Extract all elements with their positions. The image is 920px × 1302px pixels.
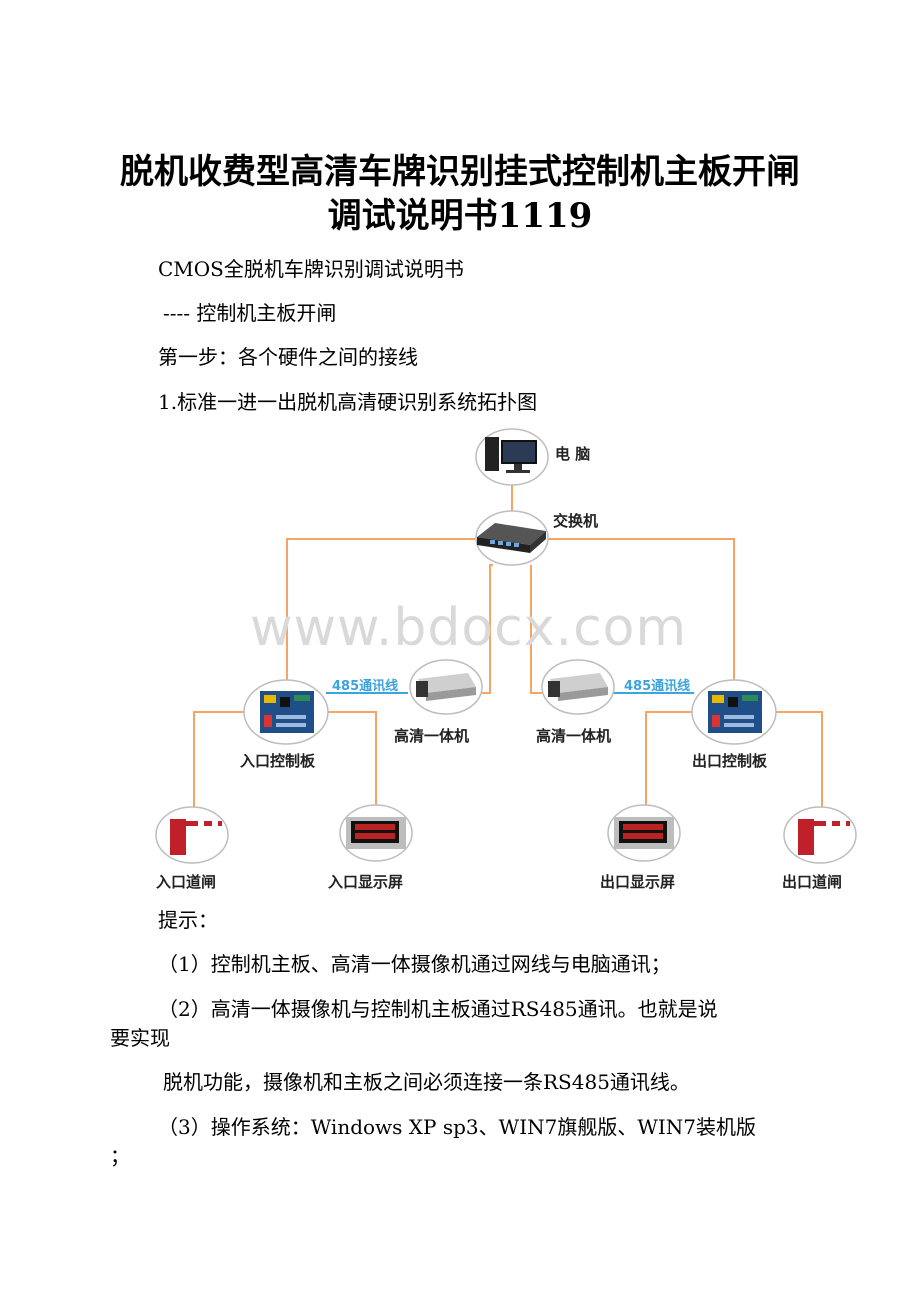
label-camera-right: 高清一体机 <box>536 727 611 745</box>
label-computer: 电 脑 <box>555 445 590 463</box>
paragraph-step-one: 第一步：各个硬件之间的接线 <box>158 345 418 369</box>
tips-heading: 提示： <box>158 908 218 932</box>
tip-2-line-3: 脱机功能，摄像机和主板之间必须连接一条RS485通讯线。 <box>163 1070 690 1094</box>
camera-left-icon <box>409 659 483 715</box>
tip-3-line-1: （3）操作系统：Windows XP sp3、WIN7旗舰版、WIN7装机版 <box>158 1115 756 1139</box>
label-exit-board: 出口控制板 <box>692 752 768 770</box>
tip-1: （1）控制机主板、高清一体摄像机通过网线与电脑通讯； <box>158 952 671 976</box>
paragraph-subheading: ---- 控制机主板开闸 <box>163 301 337 325</box>
exit-gate-icon <box>783 806 857 864</box>
exit-control-board-icon <box>691 679 777 745</box>
entry-control-board-icon <box>243 679 329 745</box>
entry-display-icon <box>339 804 413 862</box>
camera-right-icon <box>541 659 615 715</box>
computer-icon <box>475 428 549 486</box>
watermark: www.bdocx.com <box>250 598 688 658</box>
exit-display-icon <box>607 804 681 862</box>
label-exit-gate: 出口道闸 <box>782 873 842 891</box>
paragraph-topology-caption: 1.标准一进一出脱机高清硬识别系统拓扑图 <box>158 390 538 414</box>
switch-icon <box>475 510 549 566</box>
tip-2-line-2: 要实现 <box>110 1026 170 1050</box>
label-entry-display: 入口显示屏 <box>328 873 403 891</box>
paragraph-subtitle: CMOS全脱机车牌识别调试说明书 <box>158 257 464 281</box>
label-switch: 交换机 <box>553 512 598 530</box>
label-cable-left: 485通讯线 <box>332 678 398 694</box>
label-cable-right: 485通讯线 <box>624 678 690 694</box>
label-entry-board: 入口控制板 <box>240 752 316 770</box>
label-camera-left: 高清一体机 <box>394 727 469 745</box>
document-title-line-1: 脱机收费型高清车牌识别挂式控制机主板开闸 <box>120 152 800 192</box>
topology-diagram: 电 脑 交换机 入口控制板 出口控制板 <box>155 428 857 891</box>
tip-3-line-2: ； <box>110 1144 130 1168</box>
label-entry-gate: 入口道闸 <box>156 873 216 891</box>
tip-2-line-1: （2）高清一体摄像机与控制机主板通过RS485通讯。也就是说 <box>158 997 718 1021</box>
network-lines <box>193 485 823 808</box>
document-title-line-2: 调试说明书1119 <box>327 196 593 236</box>
label-exit-display: 出口显示屏 <box>600 873 675 891</box>
entry-gate-icon <box>155 806 229 864</box>
